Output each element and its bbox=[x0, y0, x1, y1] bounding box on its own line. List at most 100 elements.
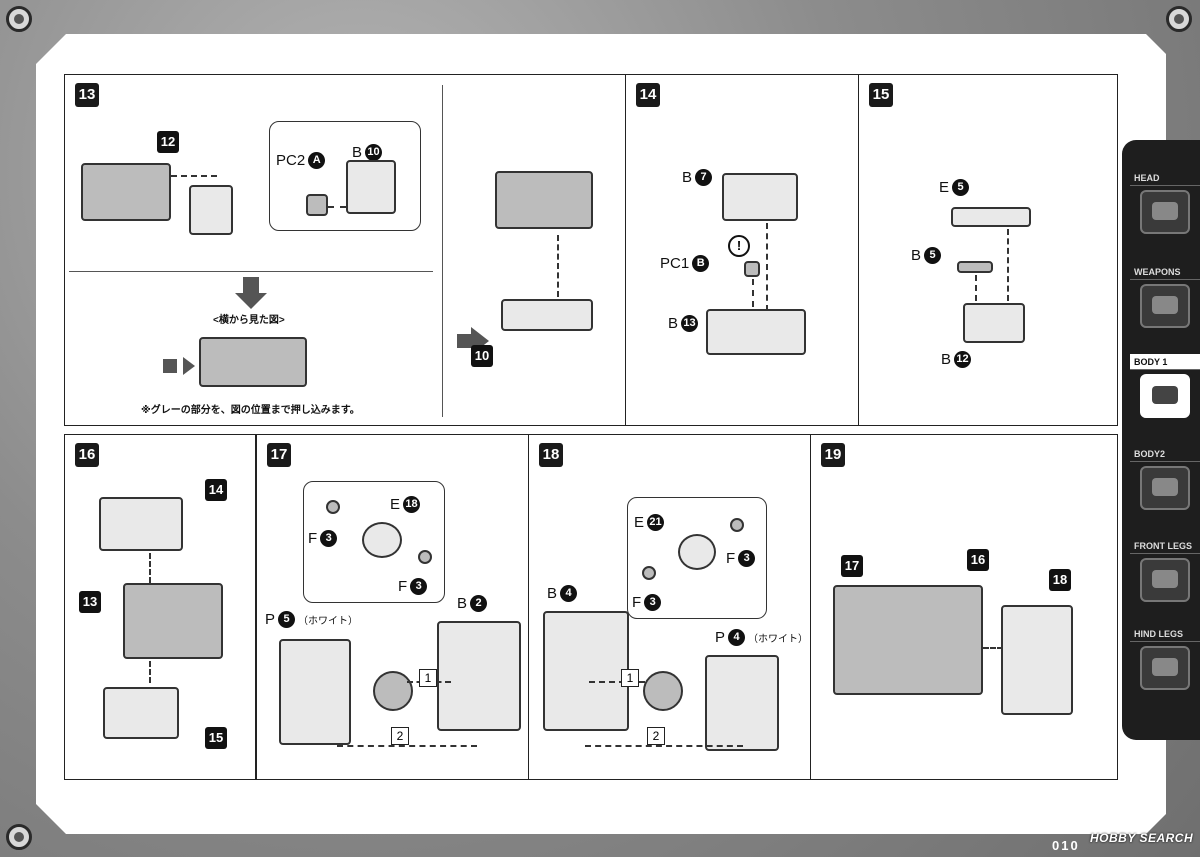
step-number: 13 bbox=[75, 83, 99, 107]
divider bbox=[69, 271, 433, 272]
head-thumbnail-icon bbox=[1140, 190, 1190, 234]
tab-label: FRONT LEGS bbox=[1130, 538, 1200, 554]
corner-bolt-icon bbox=[6, 6, 32, 32]
polycap-part bbox=[306, 194, 328, 216]
sequence-2-marker: 2 bbox=[647, 727, 665, 745]
side-view-part bbox=[199, 337, 307, 387]
tab-label: HIND LEGS bbox=[1130, 626, 1200, 642]
e5-part bbox=[951, 207, 1031, 227]
tab-label: BODY 1 bbox=[1130, 354, 1200, 370]
tab-hind-legs[interactable]: HIND LEGS bbox=[1130, 626, 1200, 694]
step-13-assembly-panel: 10 bbox=[441, 74, 627, 426]
ref-13-badge: 13 bbox=[79, 591, 101, 613]
b2-part bbox=[437, 621, 521, 731]
section-tabs: HEAD WEAPONS BODY 1 BODY2 FRONT LEGS HIN… bbox=[1122, 140, 1200, 740]
guide-line bbox=[557, 235, 559, 297]
page-number: 010 bbox=[1052, 838, 1080, 853]
f3-part bbox=[418, 550, 432, 564]
f3-part bbox=[642, 566, 656, 580]
side-view-title: <横から見た図> bbox=[213, 315, 285, 326]
b4-part bbox=[543, 611, 629, 731]
ref-15-badge: 15 bbox=[205, 727, 227, 749]
assembly-14-part bbox=[99, 497, 183, 551]
ref-18-badge: 18 bbox=[1049, 569, 1071, 591]
step-number: 18 bbox=[539, 443, 563, 467]
guide-line bbox=[589, 681, 645, 683]
sequence-2-marker: 2 bbox=[391, 727, 409, 745]
guide-line bbox=[752, 279, 754, 307]
hind-legs-thumbnail-icon bbox=[1140, 646, 1190, 690]
e18-part bbox=[362, 522, 402, 558]
guide-line bbox=[149, 553, 151, 583]
warning-icon: ! bbox=[728, 235, 750, 257]
base-part bbox=[501, 299, 593, 331]
base-ref-badge: 10 bbox=[471, 345, 493, 367]
sequence-1-marker: 1 bbox=[419, 669, 437, 687]
tab-body-2[interactable]: BODY2 bbox=[1130, 446, 1200, 514]
joint-part bbox=[373, 671, 413, 711]
step-number: 16 bbox=[75, 443, 99, 467]
hinge-part bbox=[189, 185, 233, 235]
step-number: 14 bbox=[636, 83, 660, 107]
ref-17-badge: 17 bbox=[841, 555, 863, 577]
p5-part bbox=[279, 639, 351, 745]
tab-weapons[interactable]: WEAPONS bbox=[1130, 264, 1200, 332]
b7-part bbox=[722, 173, 798, 221]
step-number: 19 bbox=[821, 443, 845, 467]
ref-16-badge: 16 bbox=[967, 549, 989, 571]
e21-part bbox=[678, 534, 716, 570]
watermark: HOBBY SEARCH bbox=[1090, 831, 1194, 845]
side-panel-part bbox=[1001, 605, 1073, 715]
tab-label: HEAD bbox=[1130, 170, 1200, 186]
guide-line bbox=[766, 223, 768, 311]
f3-part bbox=[326, 500, 340, 514]
side-view-note: ※グレーの部分を、図の位置まで押し込みます。 bbox=[141, 405, 360, 416]
step-number: 17 bbox=[267, 443, 291, 467]
tab-front-legs[interactable]: FRONT LEGS bbox=[1130, 538, 1200, 606]
guide-line bbox=[149, 661, 151, 683]
tab-body-1[interactable]: BODY 1 bbox=[1130, 354, 1200, 422]
guide-line bbox=[171, 175, 217, 177]
guide-line bbox=[1007, 229, 1009, 301]
b12-part bbox=[963, 303, 1025, 343]
step-16-panel: 16 14 13 15 bbox=[64, 434, 256, 780]
guide-line bbox=[328, 206, 346, 208]
guide-line bbox=[585, 745, 743, 747]
assembly-part bbox=[81, 163, 171, 221]
down-arrow-icon bbox=[235, 277, 267, 309]
weapons-thumbnail-icon bbox=[1140, 284, 1190, 328]
tab-head[interactable]: HEAD bbox=[1130, 170, 1200, 238]
b10-part bbox=[346, 160, 396, 214]
sequence-1-marker: 1 bbox=[621, 669, 639, 687]
divider bbox=[442, 85, 443, 417]
tab-label: BODY2 bbox=[1130, 446, 1200, 462]
body-assembly-part bbox=[833, 585, 983, 695]
front-legs-thumbnail-icon bbox=[1140, 558, 1190, 602]
p4-part bbox=[705, 655, 779, 751]
guide-line bbox=[975, 275, 977, 301]
tab-label: WEAPONS bbox=[1130, 264, 1200, 280]
ref-14-badge: 14 bbox=[205, 479, 227, 501]
